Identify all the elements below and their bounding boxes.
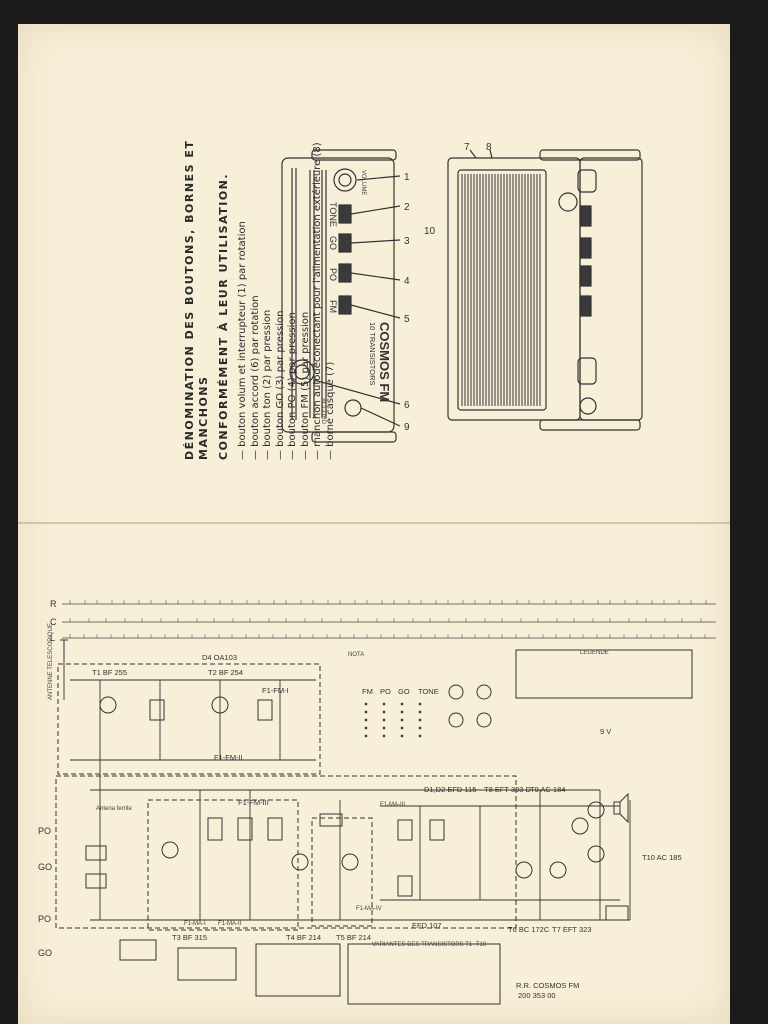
footer-code: 200 353 00 [518, 991, 556, 1000]
switch-fm: FM [362, 687, 373, 696]
section-ma3: F1-MA-III [380, 802, 405, 808]
radio-front-labels: VOLUME TONE GO PO FM 10 TRANSISTORS COSM… [320, 170, 410, 433]
transistor-t8: T8 EFT 303 D [484, 785, 532, 794]
switch-contact [382, 718, 386, 722]
schematic-wiring [63, 660, 631, 921]
switch-contact [364, 702, 368, 706]
switch-tone: TONE [418, 687, 439, 696]
transistor-t7: T7 EFT 323 [552, 925, 591, 934]
section-t1: T1 BF 255 [92, 668, 127, 677]
tone-label: TONE [328, 202, 338, 227]
radio-back-labels: 7 8 10 [424, 142, 492, 237]
section-fm3: F1-FM-III [238, 798, 269, 807]
switch-contact [400, 702, 404, 706]
band-po-1: PO [38, 826, 51, 836]
po-label: PO [328, 268, 338, 281]
manual-sheet [18, 24, 730, 1024]
switch-contact [400, 710, 404, 714]
go-label: GO [328, 236, 338, 250]
section-fm1: F1-FM-I [262, 686, 289, 695]
callout-5: 5 [404, 314, 410, 325]
switch-contact [382, 726, 386, 730]
switch-go: GO [398, 687, 410, 696]
footer-model: R.R. COSMOS FM [516, 981, 579, 990]
switch-contact [418, 726, 422, 730]
transistor-t6: T6 BC 172C [508, 925, 550, 934]
volume-label: VOLUME [360, 170, 366, 195]
section-d4: D4 OA103 [202, 653, 237, 662]
band-po-2: PO [38, 914, 51, 924]
transistor-d1d2: D1,D2 EFD 115 [424, 785, 476, 794]
switch-contact [364, 726, 368, 730]
switch-contact [418, 702, 422, 706]
brand-label: ACCORD [320, 398, 326, 425]
section-fm2: F1-FM-II [214, 753, 243, 762]
antenna-ferrite-label: Antena ferrite [96, 806, 133, 812]
transistor-t10: T10 AC 185 [642, 853, 682, 862]
reference-ticks [69, 600, 707, 638]
switch-contact [382, 734, 386, 738]
coil-blocks [85, 649, 693, 1005]
row-label-r: R [50, 599, 57, 609]
callout-9: 9 [404, 422, 410, 433]
supply-label: 9 V [600, 727, 611, 736]
radio-back-details [469, 149, 597, 415]
transistor-t4: T4 BF 214 [286, 933, 321, 942]
transistor-symbols [99, 684, 605, 879]
radio-back-drawing [447, 149, 643, 431]
callout-8: 8 [486, 142, 492, 153]
switch-contact [364, 710, 368, 714]
section-ma4: F1-MA-IV [356, 906, 382, 912]
reference-rows [62, 603, 716, 639]
callout-6: 6 [404, 400, 410, 411]
transistor-t5: T5 BF 214 [336, 933, 371, 942]
switch-contact [400, 726, 404, 730]
section-ma1: F1-MA-I [184, 921, 206, 927]
transistor-table-title: VARIANTES DES TRANSISTORS T1 -T10 [372, 942, 487, 948]
schematic-frames [55, 663, 517, 931]
antenna-icon [60, 639, 68, 660]
switch-contact [400, 718, 404, 722]
model-line1: 10 TRANSISTORS [368, 322, 377, 386]
band-go-1: GO [38, 862, 52, 872]
switch-matrix [364, 702, 422, 738]
callout-4: 4 [404, 276, 410, 287]
legend-box-title: LEGENDE [580, 650, 609, 656]
row-label-l: L [50, 633, 55, 643]
band-go-2: GO [38, 948, 52, 958]
switch-contact [364, 734, 368, 738]
fm-label: FM [328, 300, 338, 313]
callout-2: 2 [404, 202, 410, 213]
switch-contact [418, 734, 422, 738]
switch-po: PO [380, 687, 391, 696]
speaker-grille [461, 174, 541, 406]
switch-contact [382, 710, 386, 714]
antenna-label: ANTENNE TELESCOPIQUE [48, 623, 54, 700]
switch-contact [364, 718, 368, 722]
callout-10: 10 [424, 226, 436, 237]
speaker-icon [613, 792, 629, 824]
switch-contact [382, 702, 386, 706]
switch-contact [418, 718, 422, 722]
switch-contact [418, 710, 422, 714]
model-line2: COSMOS FM [377, 322, 392, 402]
callout-3: 3 [404, 236, 410, 247]
transistor-efd107: EFD 107 [412, 921, 442, 930]
note-title: NOTA [348, 652, 364, 658]
section-ma2: F1-MA-II [218, 921, 242, 927]
transistor-t3: T3 BF 315 [172, 933, 207, 942]
row-label-c: C [50, 617, 57, 627]
switch-contact [400, 734, 404, 738]
schematic: R C L [38, 599, 716, 1005]
radio-front-drawing [281, 149, 401, 443]
page-fold [18, 522, 730, 524]
callout-1: 1 [404, 172, 410, 183]
section-t2: T2 BF 254 [208, 668, 243, 677]
transistor-t9: T9 AC 184 [530, 785, 565, 794]
callout-7: 7 [464, 142, 470, 153]
